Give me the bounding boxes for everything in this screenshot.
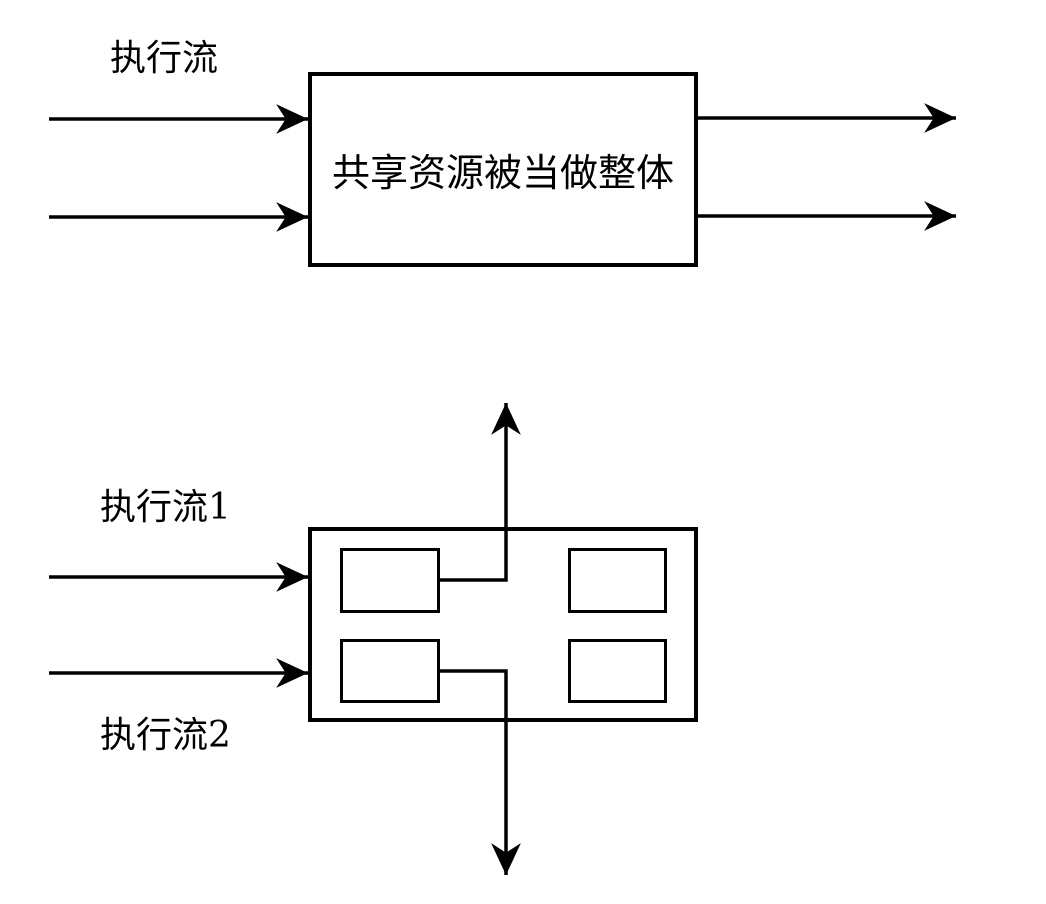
- shared-resource-box: 共享资源被当做整体: [308, 72, 698, 267]
- bottom-flow2-label: 执行流2: [100, 715, 231, 756]
- resource-cell-bottom-left: [340, 639, 440, 703]
- shared-resource-box-label: 共享资源被当做整体: [331, 151, 674, 195]
- resource-cell-bottom-right: [568, 639, 667, 703]
- top-flow-label: 执行流: [110, 38, 219, 79]
- resource-cell-top-right: [568, 548, 667, 613]
- bottom-flow1-label: 执行流1: [100, 487, 231, 528]
- resource-cell-top-left: [340, 548, 440, 613]
